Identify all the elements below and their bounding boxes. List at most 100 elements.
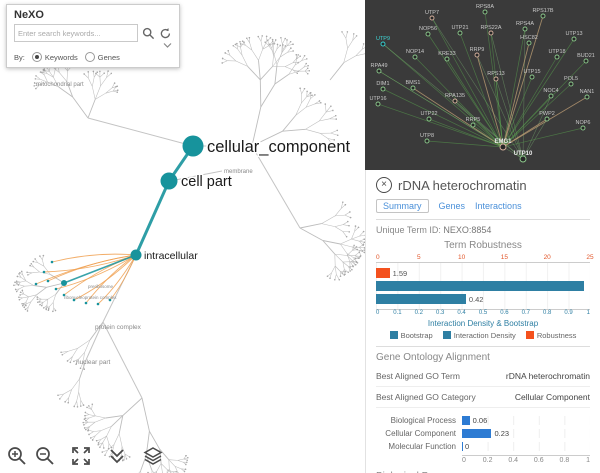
tree-term-label[interactable]: nuclear part <box>76 359 111 366</box>
network-node-PWP2[interactable] <box>544 116 550 122</box>
network-node-label[interactable]: UTP7 <box>425 10 439 16</box>
network-node-label[interactable]: RRP5 <box>466 117 481 123</box>
network-node-RPS8A[interactable] <box>482 9 488 15</box>
tree-term-label[interactable]: membrane <box>224 169 253 175</box>
tab-interactions[interactable]: Interactions <box>475 201 522 211</box>
tree-node-cell part[interactable] <box>160 172 178 190</box>
network-node-BUD21[interactable] <box>583 58 589 64</box>
network-node-label[interactable]: RPS17B <box>532 8 553 14</box>
network-node-label[interactable]: UTP10 <box>514 151 533 157</box>
network-node-RPS17B[interactable] <box>540 13 546 19</box>
network-node-label[interactable]: NOP6 <box>576 120 591 126</box>
by-label: By: <box>14 52 25 62</box>
collapse-tree-button[interactable] <box>106 445 128 467</box>
network-node-UTP7[interactable] <box>429 15 435 21</box>
network-node-RPS22A[interactable] <box>488 30 494 36</box>
network-node-label[interactable]: UTP8 <box>420 133 434 139</box>
network-node-label[interactable]: UTP9 <box>376 36 390 42</box>
radio-keywords[interactable]: Keywords <box>31 52 78 62</box>
network-node-label[interactable]: RPS22A <box>480 25 501 31</box>
network-node-UTP15[interactable] <box>529 74 535 80</box>
tree-node-label[interactable]: cellular_component <box>206 137 353 158</box>
table-row: Best Aligned GO Category Cellular Compon… <box>376 387 590 408</box>
network-node-POL5[interactable] <box>568 81 574 87</box>
network-node-NAN1[interactable] <box>584 94 590 100</box>
network-node-label[interactable]: NOP56 <box>419 26 437 32</box>
network-node-label[interactable]: POL5 <box>564 76 578 82</box>
search-icon[interactable] <box>142 27 155 40</box>
network-node-UTP8[interactable] <box>424 138 430 144</box>
network-node-label[interactable]: RPA135 <box>445 93 465 99</box>
close-icon[interactable]: × <box>376 177 392 193</box>
network-node-RRP9[interactable] <box>474 52 480 58</box>
search-input[interactable] <box>14 24 138 42</box>
network-node-label[interactable]: NOC4 <box>543 88 558 94</box>
network-node-EMG1[interactable] <box>499 143 507 151</box>
network-node-RPS13[interactable] <box>493 76 499 82</box>
network-node-BMS1[interactable] <box>410 85 416 91</box>
network-node-label[interactable]: BMS1 <box>406 80 421 86</box>
network-node-NOC4[interactable] <box>548 93 554 99</box>
network-node-label[interactable]: RRP9 <box>470 47 485 53</box>
network-node-label[interactable]: RPA49 <box>370 63 387 69</box>
network-node-label[interactable]: UTP15 <box>523 69 540 75</box>
network-node-label[interactable]: EMG1 <box>494 139 512 145</box>
network-node-HSC82[interactable] <box>526 40 532 46</box>
network-node-UTP22[interactable] <box>426 116 432 122</box>
network-node-label[interactable]: RPS13 <box>487 71 504 77</box>
network-node-RPS4A[interactable] <box>522 26 528 32</box>
network-node-label[interactable]: UTP22 <box>420 111 437 117</box>
network-node-label[interactable]: PWP2 <box>539 111 555 117</box>
refresh-icon[interactable] <box>159 27 172 40</box>
network-node-label[interactable]: UTP16 <box>369 96 386 102</box>
network-node-UTP18[interactable] <box>554 54 560 60</box>
network-canvas[interactable]: UTP7 RPS8A RPS17B RPS4A NOP56 UTP21 RPS22A HSC8… <box>365 0 600 170</box>
network-node-NOP14[interactable] <box>412 54 418 60</box>
network-node-DIM1[interactable] <box>380 86 386 92</box>
zoom-out-button[interactable] <box>34 445 56 467</box>
network-node-RPA49[interactable] <box>376 68 382 74</box>
network-node-label[interactable]: NOP14 <box>406 49 424 55</box>
layers-button[interactable] <box>142 445 164 467</box>
network-node-label[interactable]: DIM1 <box>376 81 389 87</box>
network-node-label[interactable]: HSC82 <box>520 35 538 41</box>
network-node-label[interactable]: UTP18 <box>548 49 565 55</box>
tree-node-cellular_component[interactable] <box>182 135 204 157</box>
zoom-in-button[interactable] <box>6 445 28 467</box>
tab-summary[interactable]: Summary <box>376 199 429 213</box>
tree-node-label[interactable]: intracellular <box>143 249 200 264</box>
network-node-label[interactable]: UTP13 <box>565 31 582 37</box>
network-node-label[interactable]: NAN1 <box>580 89 595 95</box>
tree-term-label[interactable]: mitochondrial part <box>36 82 84 88</box>
network-node-label[interactable]: RPS8A <box>476 4 494 10</box>
tree-node-intracellular[interactable] <box>130 249 142 261</box>
network-node-UTP16[interactable] <box>375 101 381 107</box>
radio-genes[interactable]: Genes <box>84 52 120 62</box>
network-node-UTP9[interactable] <box>380 41 386 47</box>
network-node-NOP56[interactable] <box>425 31 431 37</box>
search-expander[interactable] <box>14 43 172 49</box>
network-panel[interactable]: UTP7 RPS8A RPS17B RPS4A NOP56 UTP21 RPS22A HSC8… <box>365 0 600 170</box>
tree-term-label[interactable]: preribosome <box>88 284 114 289</box>
tree-term-label[interactable]: protein complex <box>95 324 142 331</box>
tab-genes[interactable]: Genes <box>438 201 466 211</box>
tree-term-label[interactable]: ribonucleoprotein complex <box>64 295 117 300</box>
tree-node-label[interactable]: cell part <box>180 173 234 192</box>
network-node-label[interactable]: UTP21 <box>451 25 468 31</box>
axis-tick: 0 <box>462 457 466 464</box>
network-node-UTP13[interactable] <box>571 36 577 42</box>
network-node-label[interactable]: BUD21 <box>577 53 595 59</box>
fit-to-screen-button[interactable] <box>70 445 92 467</box>
network-node-UTP10[interactable] <box>519 155 527 163</box>
network-node-UTP21[interactable] <box>457 30 463 36</box>
network-node-RRP5[interactable] <box>470 122 476 128</box>
legend-label: Bootstrap <box>400 331 433 340</box>
network-node-label[interactable]: RPS4A <box>516 21 534 27</box>
network-node-KRE33[interactable] <box>444 56 450 62</box>
network-node-RPA135[interactable] <box>452 98 458 104</box>
network-node-NOP6[interactable] <box>580 125 586 131</box>
network-node-label[interactable]: KRE33 <box>438 51 455 57</box>
